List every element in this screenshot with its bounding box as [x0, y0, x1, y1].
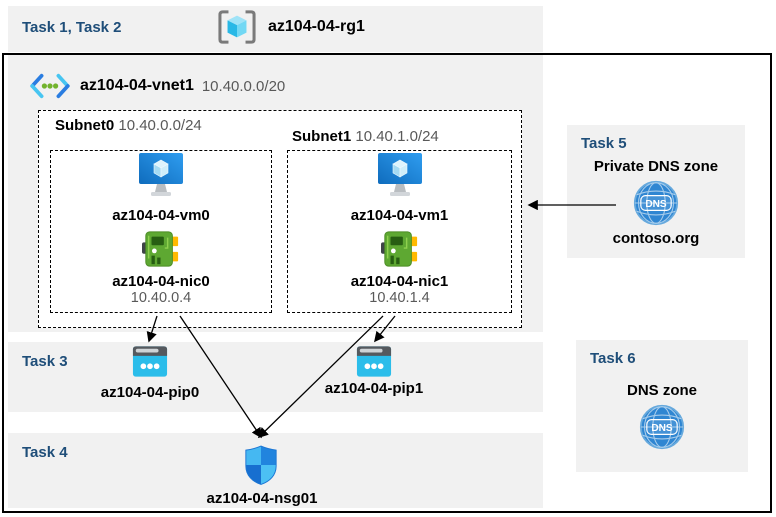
task4-label: Task 4	[22, 444, 68, 461]
dns-zone-title: DNS zone	[626, 382, 697, 399]
nic-icon	[380, 231, 417, 267]
private-dns-zone-name: contoso.org	[612, 230, 700, 247]
private-dns-title: Private DNS zone	[593, 158, 719, 175]
vm1-name: az104-04-vm1	[350, 207, 449, 224]
task3-band: Task 3	[8, 342, 543, 412]
task6-label: Task 6	[590, 350, 636, 367]
subnet1-content: az104-04-vm1 az104-04-nic1 10.40.1.4	[287, 152, 512, 306]
vm-icon	[377, 153, 422, 196]
nic0-name: az104-04-nic0	[112, 273, 210, 290]
public-ip-icon	[356, 346, 392, 377]
subnet0-cidr: 10.40.0.0/24	[118, 117, 202, 134]
subnet1-cidr: 10.40.1.0/24	[355, 128, 439, 145]
task12-band: Task 1, Task 2	[8, 6, 543, 52]
vnet-name: az104-04-vnet1	[80, 77, 194, 94]
nic1-name: az104-04-nic1	[350, 273, 449, 290]
task3-label: Task 3	[22, 353, 68, 370]
pip1-name: az104-04-pip1	[324, 380, 424, 397]
dns-zone-icon: DNS	[639, 404, 685, 450]
subnet1-name: Subnet1	[292, 128, 352, 145]
vnet-header: az104-04-vnet1 10.40.0.0/20	[28, 72, 285, 100]
task6-panel: Task 6 DNS zone DNS	[576, 340, 748, 472]
vnet-cidr: 10.40.0.0/20	[201, 77, 286, 95]
vm0-name: az104-04-vm0	[112, 207, 210, 224]
nic1-ip: 10.40.1.4	[369, 290, 430, 306]
subnet0-label: Subnet0 10.40.0.0/24	[55, 117, 202, 134]
subnet0-content: az104-04-vm0 az104-04-nic0 10.40.0.4	[50, 152, 272, 306]
resource-group-icon	[218, 10, 256, 44]
vnet-icon	[30, 73, 70, 99]
dns-zone-icon: DNS	[633, 180, 679, 226]
nsg-name: az104-04-nsg01	[206, 490, 318, 507]
vm-icon	[139, 153, 183, 196]
resource-group-name: az104-04-rg1	[268, 18, 365, 35]
dns-icon-text: DNS	[651, 423, 673, 434]
nsg-shield-icon	[245, 445, 277, 485]
public-ip-icon	[132, 346, 168, 377]
task5-panel: Task 5 Private DNS zone DNS contoso.org	[567, 125, 745, 258]
pip0-name: az104-04-pip0	[100, 384, 200, 401]
diagram-outer-border	[2, 53, 772, 513]
subnet1-label: Subnet1 10.40.1.0/24	[292, 128, 439, 145]
dns-icon-text: DNS	[645, 199, 667, 210]
task5-label: Task 5	[581, 135, 627, 152]
nic0-ip: 10.40.0.4	[130, 290, 192, 306]
subnet0-name: Subnet0	[55, 117, 115, 134]
nic-icon	[142, 231, 179, 267]
task12-label: Task 1, Task 2	[22, 19, 122, 36]
